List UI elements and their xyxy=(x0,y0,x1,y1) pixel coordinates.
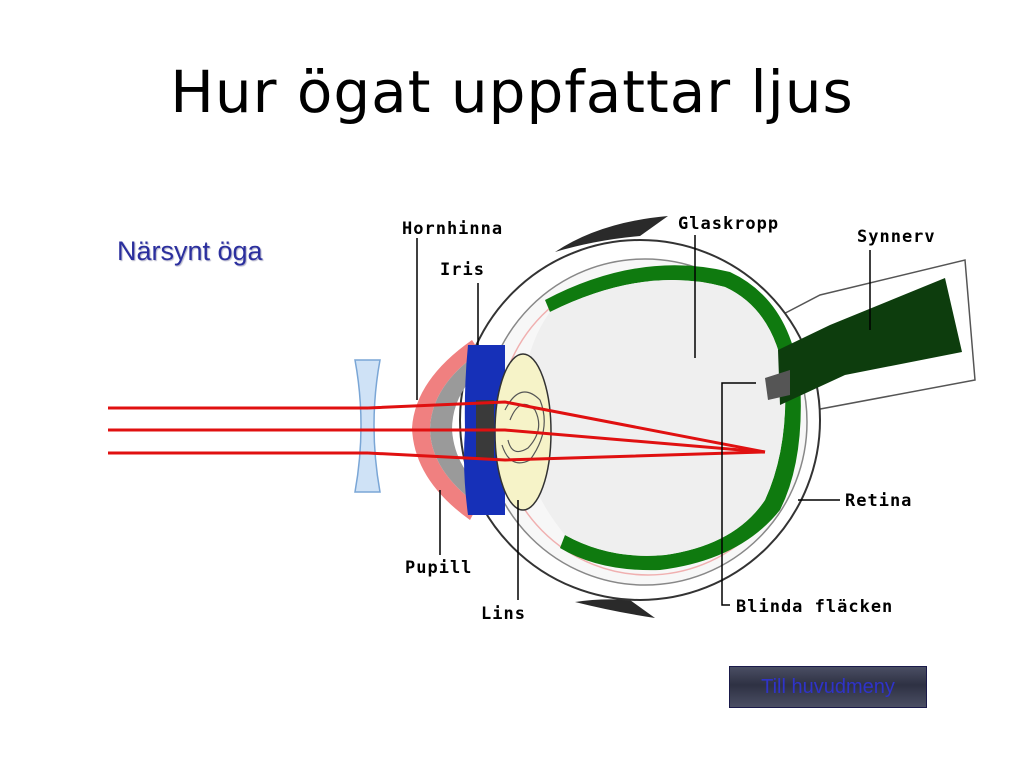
lower-eyelid xyxy=(575,599,655,618)
leader-lines xyxy=(416,235,871,606)
label-retina: Retina xyxy=(845,491,912,511)
light-ray-top-refracted xyxy=(367,400,766,454)
label-hornhinna: Hornhinna xyxy=(402,219,503,239)
optic-nerve xyxy=(778,278,962,405)
main-menu-button[interactable]: Till huvudmeny xyxy=(729,666,927,708)
slide-title: Hur ögat uppfattar ljus xyxy=(170,58,854,126)
optic-nerve-root xyxy=(765,370,790,400)
light-ray-bottom-refracted xyxy=(367,450,766,462)
retina-layer xyxy=(545,265,801,571)
label-glaskropp: Glaskropp xyxy=(678,214,779,234)
leader-blinda-flacken xyxy=(721,382,756,606)
lens-rings-2 xyxy=(501,391,545,464)
label-iris: Iris xyxy=(440,260,485,280)
label-lins: Lins xyxy=(481,604,526,624)
light-ray-middle-refracted xyxy=(368,428,766,454)
label-synnerv: Synnerv xyxy=(857,227,936,247)
label-blinda-flacken: Blinda fläcken xyxy=(736,597,893,617)
corrective-lens xyxy=(354,359,381,493)
cornea-shape xyxy=(412,340,480,520)
vitreous-body xyxy=(520,279,786,556)
label-pupill: Pupill xyxy=(405,558,472,578)
slide-subtitle: Närsynt öga xyxy=(117,236,263,266)
upper-eyelid xyxy=(555,216,668,252)
light-rays xyxy=(108,400,766,462)
anterior-chamber xyxy=(430,352,490,505)
